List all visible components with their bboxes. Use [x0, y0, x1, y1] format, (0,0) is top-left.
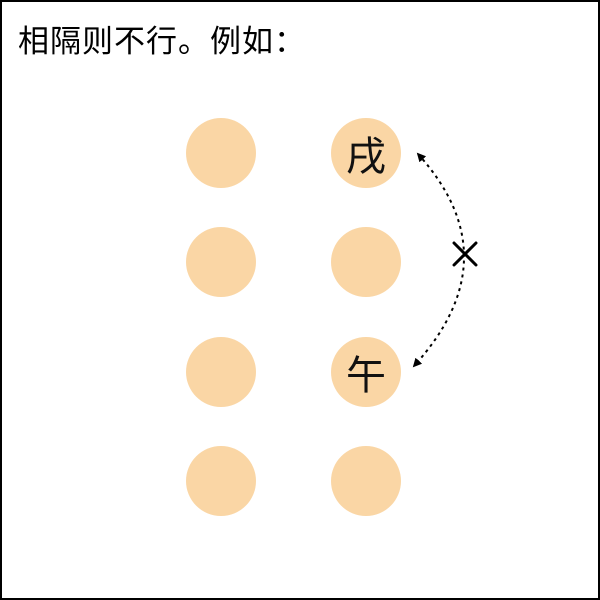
- dotted-arc-connector: [412, 152, 465, 368]
- circle-left-4: [186, 446, 256, 516]
- circle-left-3: [186, 337, 256, 407]
- circle-left-2: [186, 227, 256, 297]
- circle-xu: 戌: [331, 118, 401, 188]
- page-title: 相隔则不行。例如：: [18, 24, 306, 60]
- circle-right-4: [331, 446, 401, 516]
- cross-icon: [452, 241, 478, 267]
- circle-wu: 午: [331, 337, 401, 407]
- circle-right-2: [331, 227, 401, 297]
- circle-left-1: [186, 118, 256, 188]
